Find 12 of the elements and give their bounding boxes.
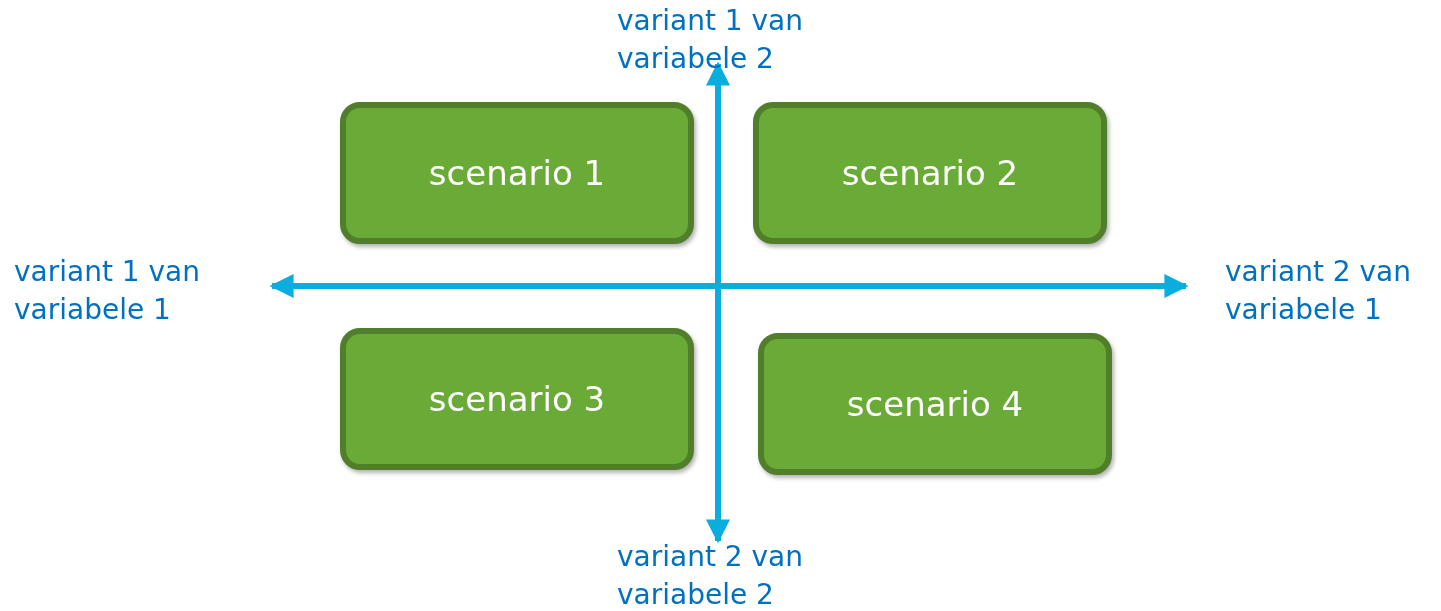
scenario-box [753,102,1107,244]
scenario-box [758,333,1112,475]
axis-label: variant 2 van variabele 2 [617,539,804,611]
axis-label: variant 1 van variabele 1 [14,254,201,328]
scenario-box [340,102,694,244]
scenario-label: scenario 2 [841,153,1019,193]
scenario-box [340,328,694,470]
axis-label: variant 2 van variabele 1 [1225,254,1412,328]
scenario-label: scenario 1 [428,153,606,193]
scenario-label: scenario 4 [846,384,1024,424]
scenario-label: scenario 3 [428,379,606,419]
axis-label: variant 1 van variabele 2 [617,3,804,77]
